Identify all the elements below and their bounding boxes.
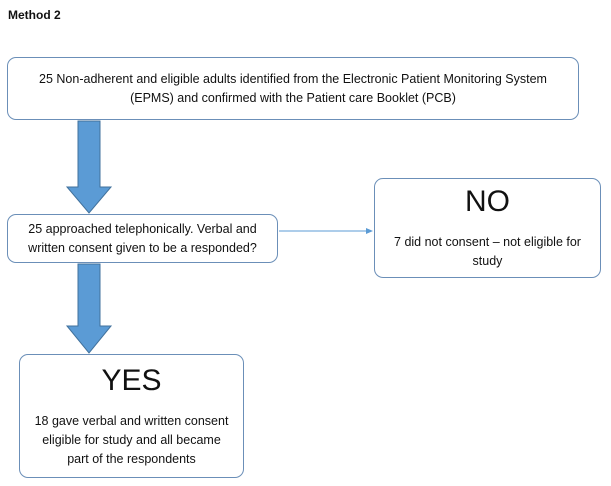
approach-box: 25 approached telephonically. Verbal and…: [7, 214, 278, 263]
diagram-title: Method 2: [8, 8, 61, 22]
identification-text: 25 Non-adherent and eligible adults iden…: [39, 71, 547, 105]
yes-box: YES 18 gave verbal and written consent e…: [19, 354, 244, 478]
approach-text: 25 approached telephonically. Verbal and…: [28, 221, 257, 255]
no-text: 7 did not consent – not eligible for stu…: [394, 235, 581, 268]
yes-text: 18 gave verbal and written consent eligi…: [34, 413, 229, 466]
identification-box: 25 Non-adherent and eligible adults iden…: [7, 57, 579, 120]
yes-heading: YES: [101, 363, 162, 397]
down-arrow-1: [65, 120, 113, 214]
no-box: NO 7 did not consent – not eligible for …: [374, 178, 601, 278]
no-heading: NO: [465, 185, 510, 218]
connector-arrowhead-no: [366, 228, 373, 234]
down-arrow-2: [65, 263, 113, 354]
